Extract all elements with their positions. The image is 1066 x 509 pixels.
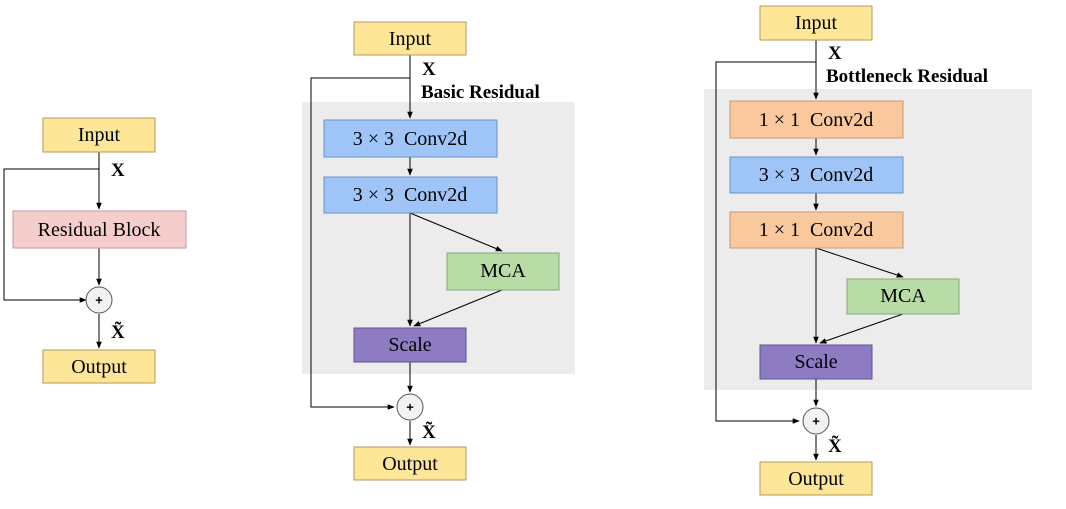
skip-connection xyxy=(310,77,410,410)
edge-mca-to-scale xyxy=(413,289,503,327)
simple-residual-diagram: Input X Residual Block + X̃ Output xyxy=(3,117,187,384)
residual-block-label: Residual Block xyxy=(38,219,161,241)
conv-3x3-box xyxy=(729,156,904,194)
output-label: Output xyxy=(382,453,438,475)
output-box xyxy=(353,446,467,481)
input-label: Input xyxy=(389,28,432,50)
residual-block-box xyxy=(12,210,187,249)
conv-3x3-first-box xyxy=(323,119,498,158)
input-box xyxy=(759,5,873,41)
conv-3x3-second-label: 3 × 3 Conv2d xyxy=(353,184,468,206)
x-label: X xyxy=(422,59,436,80)
panel-title: Bottleneck Residual xyxy=(826,66,988,87)
scale-label: Scale xyxy=(794,351,837,373)
basic-residual-diagram: Input X Basic Residual 3 × 3 Conv2d 3 × … xyxy=(302,21,575,481)
input-label: Input xyxy=(795,12,838,34)
input-box xyxy=(42,117,156,153)
output-box xyxy=(42,349,156,384)
conv-3x3-second-box xyxy=(323,176,498,214)
mca-box xyxy=(446,252,560,291)
conv-1x1-first-label: 1 × 1 Conv2d xyxy=(759,109,874,131)
edge-conv2-to-mca xyxy=(409,212,503,252)
conv-1x1-second-label: 1 × 1 Conv2d xyxy=(759,219,874,241)
x-tilde-label: X̃ xyxy=(111,322,125,343)
plus-node xyxy=(396,393,424,421)
conv-3x3-label: 3 × 3 Conv2d xyxy=(759,164,874,186)
input-label: Input xyxy=(78,124,121,146)
mca-box xyxy=(846,278,960,315)
bottleneck-residual-diagram: Input X Bottleneck Residual 1 × 1 Conv2d… xyxy=(704,5,1032,496)
conv-1x1-first-box xyxy=(729,100,904,139)
x-tilde-label: X̃ xyxy=(828,436,842,457)
mca-label: MCA xyxy=(480,260,526,282)
input-box xyxy=(353,21,467,56)
conv-3x3-first-label: 3 × 3 Conv2d xyxy=(353,128,468,150)
x-label: X xyxy=(111,160,125,181)
scale-label: Scale xyxy=(388,334,431,356)
mca-label: MCA xyxy=(880,285,926,307)
plus-node xyxy=(802,407,830,435)
x-tilde-label: X̃ xyxy=(422,422,436,443)
conv-1x1-second-box xyxy=(729,211,904,249)
output-label: Output xyxy=(71,356,127,378)
skip-connection xyxy=(715,61,816,424)
skip-connection xyxy=(3,168,99,303)
x-label: X xyxy=(828,43,842,64)
plus-symbol: + xyxy=(95,293,103,308)
plus-node xyxy=(85,286,113,314)
edge-conv3-to-mca xyxy=(815,247,904,278)
scale-box xyxy=(353,327,467,363)
edge-mca-to-scale xyxy=(819,313,904,344)
scale-box xyxy=(759,344,873,380)
plus-symbol: + xyxy=(812,414,820,429)
output-box xyxy=(759,461,873,496)
output-label: Output xyxy=(788,468,844,490)
plus-symbol: + xyxy=(406,400,414,415)
panel-title: Basic Residual xyxy=(421,82,540,103)
